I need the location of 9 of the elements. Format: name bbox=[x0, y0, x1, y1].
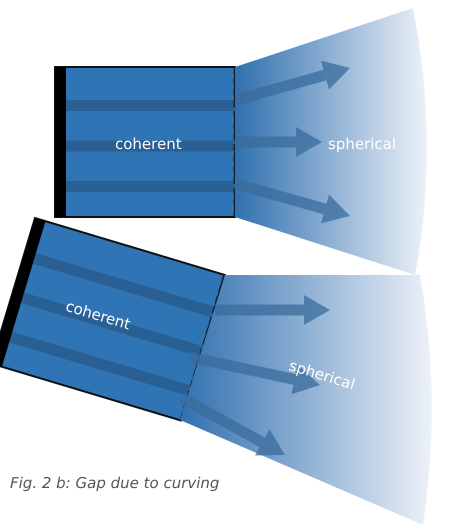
beam-arrow bbox=[188, 352, 320, 394]
beam-arrow bbox=[234, 60, 350, 106]
beam-arrow bbox=[236, 127, 322, 157]
beam-label: coherent bbox=[115, 135, 182, 153]
figure-caption: Fig. 2 b: Gap due to curving bbox=[10, 474, 220, 492]
beam-arrow bbox=[215, 295, 330, 325]
beam-arrow bbox=[234, 178, 350, 224]
beam-arrow bbox=[179, 393, 285, 456]
beam-label: spherical bbox=[328, 135, 396, 153]
